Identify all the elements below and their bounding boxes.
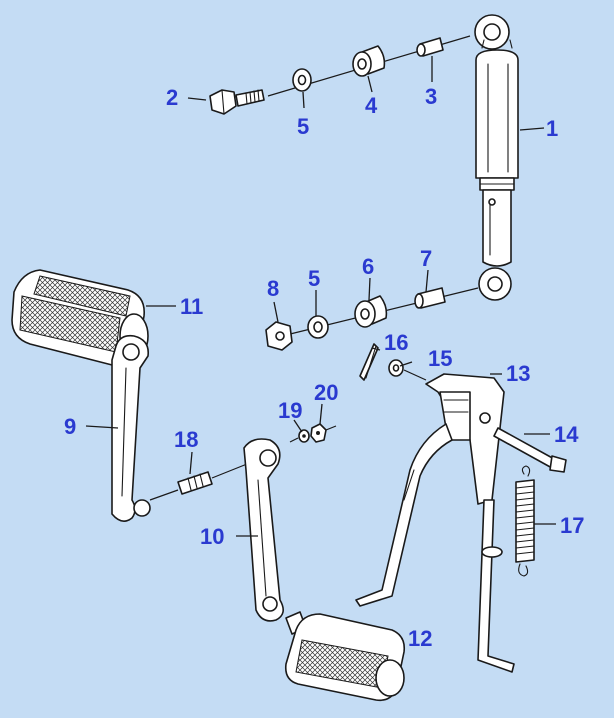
callout-12: 12 xyxy=(408,626,432,651)
cotter-pin xyxy=(359,343,379,381)
stand-washer xyxy=(388,359,427,381)
callout-15: 15 xyxy=(428,346,452,371)
callout-20: 20 xyxy=(314,380,338,405)
return-spring xyxy=(515,465,535,577)
pivot-pin xyxy=(149,461,253,501)
callout-18: 18 xyxy=(174,427,198,452)
callout-9: 9 xyxy=(64,414,76,439)
callout-3: 3 xyxy=(425,84,437,109)
pedal-right xyxy=(284,611,406,702)
small-washer xyxy=(298,429,310,443)
callout-16: 16 xyxy=(384,330,408,355)
washer-upper xyxy=(292,68,312,92)
shock-absorber xyxy=(474,14,519,301)
callout-6: 6 xyxy=(362,254,374,279)
callout-17: 17 xyxy=(560,513,584,538)
callout-5-lower: 5 xyxy=(308,266,320,291)
callout-7: 7 xyxy=(420,246,432,271)
callout-8: 8 xyxy=(267,276,279,301)
crank-arm-left xyxy=(111,334,151,522)
hex-bolt xyxy=(209,89,265,115)
callout-11: 11 xyxy=(180,294,203,319)
spacer-sleeve-lower xyxy=(414,287,446,309)
small-nut xyxy=(289,423,337,443)
callout-4: 4 xyxy=(365,93,378,118)
callout-2: 2 xyxy=(166,85,178,110)
rubber-bushing-upper xyxy=(352,45,386,77)
spacer-sleeve-upper xyxy=(416,37,444,57)
callout-1: 1 xyxy=(546,116,558,141)
callout-13: 13 xyxy=(506,361,530,386)
callout-labels: 1 2 3 4 5 5 6 7 8 9 10 11 12 13 14 15 16… xyxy=(64,84,584,651)
callout-10: 10 xyxy=(200,524,224,549)
center-stand xyxy=(355,373,515,673)
crank-arm-right xyxy=(243,438,284,622)
callout-5-upper: 5 xyxy=(297,114,309,139)
callout-14: 14 xyxy=(554,422,579,447)
hex-nut xyxy=(265,321,293,351)
washer-lower xyxy=(307,315,329,339)
stand-pivot-bolt xyxy=(493,427,567,473)
rubber-bushing-lower xyxy=(354,295,388,328)
callout-19: 19 xyxy=(278,398,302,423)
leader-lines xyxy=(85,56,556,537)
